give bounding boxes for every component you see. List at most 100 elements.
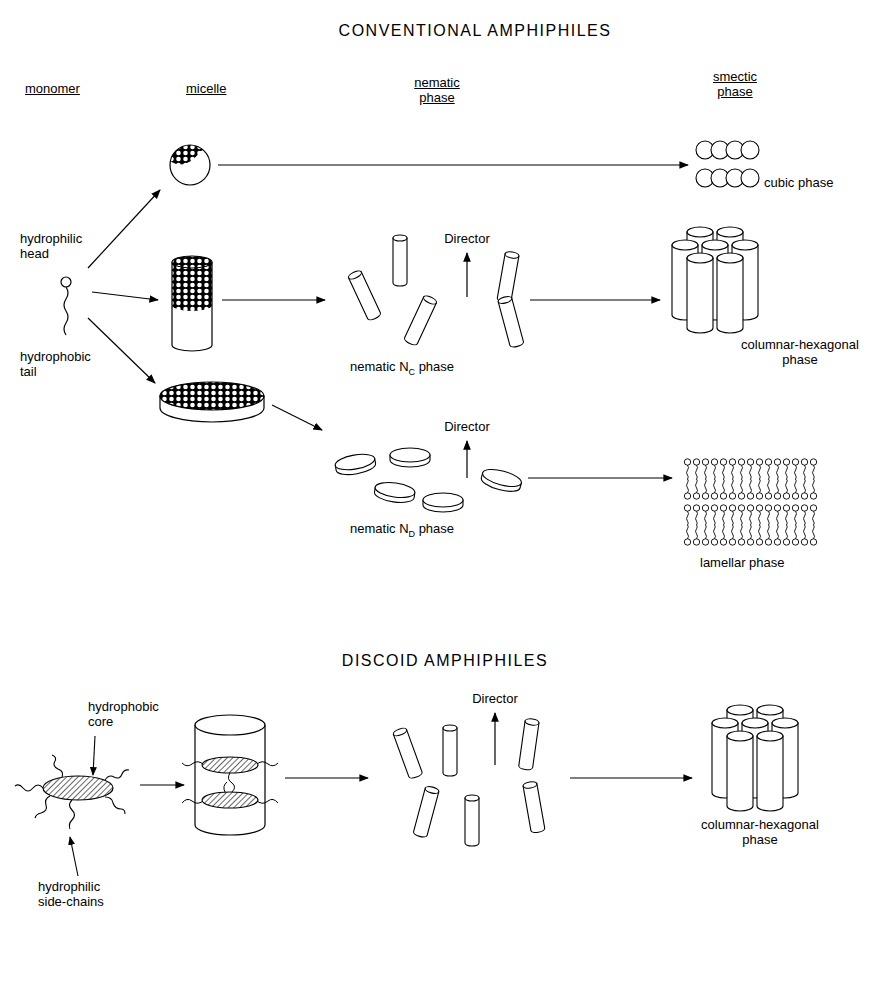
nematic-discs	[480, 466, 524, 495]
leader-arrow	[70, 736, 95, 876]
nematic-discs	[334, 448, 523, 512]
discoid-monomer	[69, 800, 74, 829]
discoid-column	[228, 773, 234, 792]
discoid-column	[182, 762, 204, 766]
nematic-columns	[518, 718, 539, 770]
nematic-columns	[443, 725, 457, 776]
director-label: Director	[472, 692, 518, 707]
lamellar-picture	[683, 504, 818, 525]
arrow	[218, 164, 688, 165]
leader-arrow	[70, 837, 78, 876]
phase-label: nematic ND phase	[350, 522, 454, 539]
arrow	[140, 784, 184, 785]
rod-micelle	[172, 256, 212, 351]
nematic-columns	[523, 781, 546, 834]
discoid-column	[195, 715, 265, 735]
lamellar-picture	[683, 479, 818, 500]
nematic-rods	[393, 235, 407, 286]
arrow	[272, 405, 322, 430]
discoid-column	[182, 799, 204, 803]
arrow	[88, 318, 155, 383]
director-arrow	[467, 253, 495, 765]
discoid-column	[182, 715, 278, 835]
subscript: C	[409, 367, 416, 377]
part-label: hydrophobic tail	[20, 350, 105, 380]
director-arrow	[466, 441, 467, 478]
nematic-rods	[497, 295, 524, 348]
lamellar-picture	[683, 479, 818, 500]
part-label: hydrophilic head	[20, 232, 100, 262]
arrow	[222, 299, 325, 300]
discoid-monomer	[15, 755, 129, 829]
column-heading: nematic phase	[402, 76, 472, 106]
arrow	[88, 165, 692, 785]
nematic-columns	[465, 795, 479, 846]
discoid-column	[202, 792, 258, 808]
nematic-rods	[347, 235, 524, 348]
discoid-monomer	[43, 776, 113, 800]
columnar-hexagonal-picture	[672, 227, 758, 333]
lamellar-picture	[683, 504, 818, 525]
phase-label: cubic phase	[764, 176, 833, 191]
nematic-discs	[390, 448, 430, 467]
nematic-discs	[423, 493, 463, 512]
discoid-monomer	[15, 755, 129, 829]
discoid-column	[256, 799, 278, 803]
rod-micelle	[172, 262, 212, 311]
rod-micelle	[172, 262, 212, 351]
arrow	[570, 777, 692, 778]
arrow	[92, 292, 158, 300]
disc-micelle	[160, 382, 264, 410]
lamellar-picture	[683, 458, 818, 546]
phase-label: nematic NC phase	[350, 360, 454, 377]
discoid-column	[224, 782, 227, 792]
phase-label: columnar-hexagonal phase	[740, 338, 860, 368]
leader-arrow	[93, 736, 95, 775]
nematic-discs	[334, 452, 377, 478]
arrow	[285, 777, 368, 778]
rod-micelle	[172, 262, 212, 351]
section-heading: DISCOID AMPHIPHILES	[342, 652, 548, 670]
director-arrow	[494, 713, 495, 765]
nematic-columns	[392, 727, 423, 780]
discoid-monomer	[15, 785, 43, 791]
phase-label: lamellar phase	[700, 556, 785, 571]
monomer-symbol	[61, 277, 71, 287]
director-label: Director	[444, 232, 490, 247]
cubic-phase-picture	[741, 169, 759, 187]
monomer-symbol	[64, 287, 68, 335]
discoid-column	[256, 762, 278, 766]
lamellar-picture	[683, 525, 818, 546]
columnar-hexagonal-picture	[712, 705, 798, 811]
arrow	[88, 190, 160, 268]
disc-micelle	[160, 382, 264, 422]
nematic-columns	[413, 785, 440, 838]
nematic-rods	[403, 294, 437, 346]
subscript: D	[409, 529, 416, 539]
column-heading: smectic phase	[700, 70, 770, 100]
part-label: hydrophobic core	[88, 700, 168, 730]
nematic-discs	[374, 480, 416, 504]
phase-label: columnar-hexagonal phase	[700, 818, 820, 848]
cubic-phase-picture	[741, 141, 759, 159]
title: CONVENTIONAL AMPHIPHILES	[339, 22, 612, 40]
rod-micelle	[172, 256, 212, 268]
columnar-hexagonal-picture	[672, 227, 758, 333]
cubic-phase-picture	[696, 141, 759, 187]
nematic-columns	[392, 718, 545, 846]
discoid-monomer	[105, 770, 129, 780]
nematic-rods	[497, 251, 520, 304]
columnar-hexagonal-picture	[712, 705, 798, 811]
spherical-micelle	[168, 140, 214, 185]
discoid-monomer	[105, 797, 125, 814]
arrow	[530, 299, 660, 300]
monomer-symbol	[61, 277, 71, 335]
column-heading: monomer	[25, 82, 80, 97]
discoid-monomer	[35, 796, 50, 818]
discoid-column	[195, 725, 265, 835]
discoid-monomer	[52, 755, 63, 777]
discoid-column	[202, 757, 258, 773]
lamellar-picture	[683, 458, 818, 479]
